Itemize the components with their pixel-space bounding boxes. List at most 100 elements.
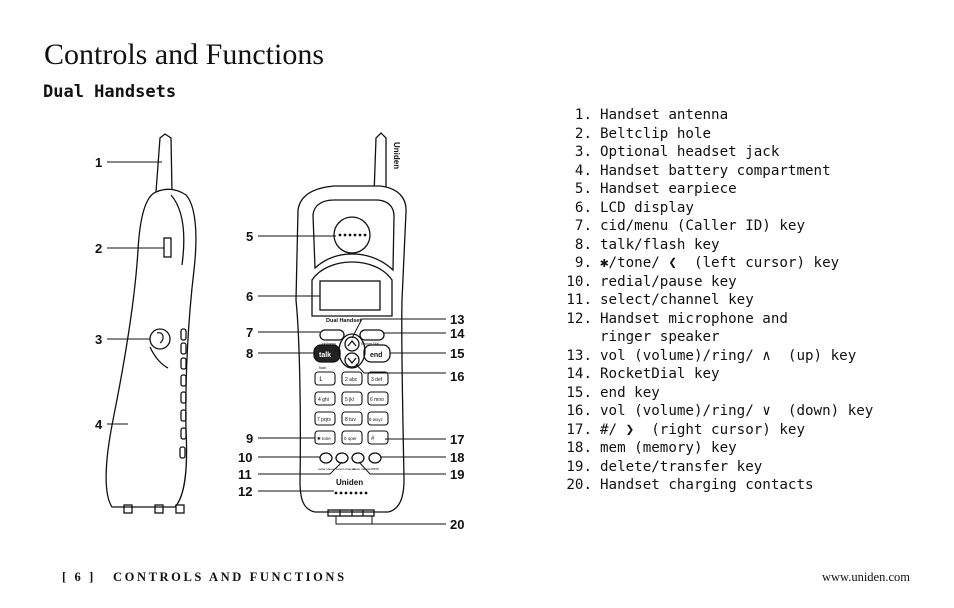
flash-label: flash [319,366,326,370]
legend-number: 9. [574,255,592,271]
earpiece-holes [338,233,367,237]
callout-7: 7 [246,325,253,340]
headset-jack [149,328,171,350]
legend-text: Handset antenna [600,107,729,123]
mem-key [368,452,382,464]
key-8: 8 tuv [345,417,356,423]
legend-text: talk/flash key [600,236,720,253]
legend-number: 1. [574,107,592,123]
delete-transfer-key [351,452,365,464]
legend-text: Handset microphone and ringer speaker [600,310,788,346]
callout-2: 2 [95,241,102,256]
legend-item: 6.LCD display [560,199,873,218]
end-label: end [370,352,382,359]
callout-11: 11 [238,467,252,482]
legend-text: mem (memory) key [600,440,737,456]
key-7: 7 pqrs [317,417,331,423]
callout-20: 20 [450,517,464,532]
redial-pause-key [319,452,333,464]
legend-number: 3. [574,144,592,160]
legend-text: select/channel key [600,292,754,308]
select-channel-key [335,452,349,464]
callout-10: 10 [238,450,252,465]
footer-website: www.uniden.com [821,570,910,584]
legend-number: 20. [566,477,592,493]
callout-19: 19 [450,467,464,482]
rocket-dial-key [359,329,385,341]
keypad [314,371,389,445]
key-4: 4 ghi [318,397,329,403]
legend-text: cid/menu (Caller ID) key [600,218,805,234]
legend-item: 17. #/ ❯ (right cursor) key [560,421,873,440]
beltclip-hole [163,237,172,258]
legend-number: 19. [566,458,592,475]
brand-bottom: Uniden [336,478,363,487]
key-star: ✱ tone [317,436,331,441]
legend-number: 7. [574,218,592,234]
mem-label: mem [371,467,379,471]
callout-5: 5 [246,229,253,244]
legend-item: 4. Handset battery compartment [560,162,873,181]
legend-item: 1. Handset antenna [560,106,873,125]
callout-8: 8 [246,346,253,361]
legend-text: Handset charging contacts [600,477,814,493]
legend-text: Handset earpiece [600,181,737,197]
callout-15: 15 [450,346,464,361]
callout-lines [107,161,446,525]
callout-14: 14 [450,326,465,341]
legend-number: 12. [566,310,592,327]
lcd-display [319,280,381,311]
brand-top: Uniden [392,142,401,169]
key-1: 1 [319,377,323,383]
page-title: Controls and Functions [44,38,325,71]
legend-item: 12. Handset microphone and ringer speaker [560,310,873,347]
legend-text: #/ ❯ (right cursor) key [600,421,805,438]
legend-number: 14. [566,366,592,382]
legend-text: Beltclip hole [600,125,712,142]
callout-1: 1 [95,155,102,170]
legend-item: 20. Handset charging contacts [560,476,873,495]
callout-13: 13 [450,312,464,327]
side-antenna [155,133,173,193]
legend-item: 2.Beltclip hole [560,125,873,144]
callout-16: 16 [450,369,464,384]
legend-list: 1.Handset antenna 2.Beltclip hole 3.Opti… [560,106,873,495]
legend-number: 8. [574,236,592,253]
legend-text: vol (volume)/ring/ ∨ (down) key [600,403,874,419]
key-3: 3 def [371,377,383,383]
callout-18: 18 [450,450,464,465]
legend-number: 4. [574,162,592,179]
talk-label: talk [319,352,331,359]
legend-text: end key [600,384,660,401]
legend-number: 5. [574,181,592,197]
delete-label: delete transfer [352,467,371,471]
legend-text: redial/pause key [600,273,737,290]
front-view-handset [295,132,407,517]
legend-number: 15. [566,384,592,401]
legend-text: Handset battery compartment [600,162,831,179]
key-9: 9 wxyz [369,417,384,422]
legend-number: 16. [566,403,592,419]
legend-number: 11. [566,292,592,308]
charging-contacts [327,509,375,517]
callout-9: 9 [246,431,253,446]
legend-number: 17. [566,421,592,438]
legend-item: 11. select/channel key [560,291,873,310]
cid-menu-label: cid/menu [322,342,336,346]
legend-item: 8. talk/flash key [560,236,873,255]
legend-number: 18. [566,440,592,456]
rocket-dial-label: Rocket Dial [361,342,379,346]
model-label: Dual Handset [326,318,361,324]
legend-text: LCD display [600,199,694,216]
callout-12: 12 [238,484,252,499]
legend-text: vol (volume)/ring/ ∧ (up) key [600,347,857,364]
legend-item: 16. vol (volume)/ring/ ∨ (down) key [560,402,873,421]
legend-item: 10.redial/pause key [560,273,873,292]
legend-item: 19.delete/transfer key [560,458,873,477]
legend-item: 5. Handset earpiece [560,180,873,199]
legend-item: 14.RocketDial key [560,365,873,384]
legend-item: 13.vol (volume)/ring/ ∧ (up) key [560,347,873,366]
microphone-holes [334,491,368,495]
legend-text: ✱/tone/ ❮ (left cursor) key [600,255,840,271]
